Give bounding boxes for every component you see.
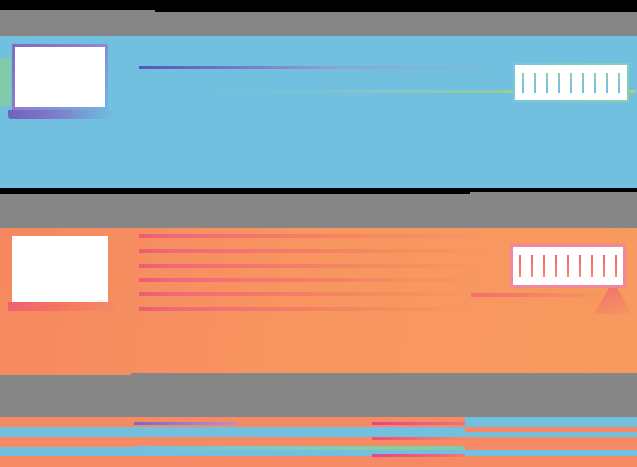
bar-5 — [567, 255, 569, 277]
text-rule-orange-6 — [139, 307, 471, 311]
text-rule-orange-1 — [139, 234, 479, 238]
thumbnail-card-shadow-blue — [8, 110, 116, 119]
accent-line-purple — [134, 422, 237, 425]
gray-header-bar-top-left — [0, 10, 155, 36]
mini-bar-chart-blue[interactable] — [513, 63, 629, 102]
gray-header-bar-mid-right — [470, 192, 637, 228]
accent-line-red — [372, 437, 465, 440]
bar-6 — [582, 72, 584, 93]
text-rule-orange-5 — [139, 292, 469, 296]
bar-7 — [594, 72, 596, 93]
thumbnail-card-orange[interactable] — [12, 236, 108, 302]
bar-9 — [618, 72, 620, 93]
text-rule-primary-blue — [139, 66, 506, 69]
bar-6 — [579, 255, 581, 277]
bar-4 — [558, 72, 560, 93]
bar-8 — [603, 255, 605, 277]
gray-header-bar-mid-left — [0, 194, 470, 228]
text-rule-orange-3 — [139, 264, 479, 268]
text-rule-orange-4 — [139, 278, 481, 282]
stripe-row-3 — [0, 437, 637, 447]
bar-7 — [591, 255, 593, 277]
stripe-row-2-orange-segment — [465, 427, 637, 432]
bar-1 — [522, 72, 524, 93]
text-rule-orange-2 — [139, 249, 487, 253]
bar-8 — [606, 72, 608, 93]
accent-line-teal — [134, 446, 465, 450]
thumbnail-card-shadow-orange — [8, 302, 116, 311]
stripe-row-2 — [0, 427, 637, 437]
stripe-row-1 — [0, 417, 637, 427]
bar-3 — [546, 72, 548, 93]
gray-header-bar-top-right — [155, 12, 637, 36]
mini-bar-chart-orange[interactable] — [510, 244, 626, 288]
stripe-row-1-blue-segment — [465, 417, 637, 427]
bar-2 — [534, 72, 536, 93]
bar-9 — [615, 255, 617, 277]
text-rule-secondary-blue — [216, 90, 636, 93]
accent-line-magenta-2 — [372, 454, 465, 457]
bar-1 — [519, 255, 521, 277]
stripe-row-4-blue-segment — [465, 450, 637, 456]
bar-4 — [555, 255, 557, 277]
accent-line-magenta — [372, 422, 465, 425]
bar-5 — [570, 72, 572, 93]
bar-3 — [543, 255, 545, 277]
left-green-accent-strip — [0, 58, 11, 106]
stripe-row-5 — [0, 456, 637, 467]
text-rule-orange-right — [471, 293, 611, 297]
stripe-row-4 — [0, 447, 637, 456]
gray-header-bar-bottom-left — [0, 375, 131, 417]
gray-header-bar-bottom-right — [131, 373, 637, 417]
bar-2 — [531, 255, 533, 277]
thumbnail-card-blue[interactable] — [12, 44, 108, 110]
